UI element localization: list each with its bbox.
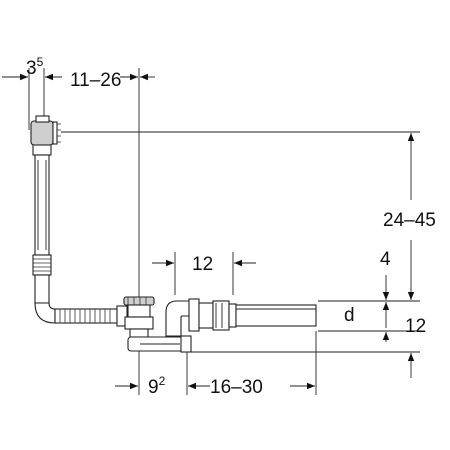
overflow-head	[30, 115, 61, 156]
dim-range-top: 11–26	[70, 70, 121, 91]
dimension-arrows	[2, 73, 415, 390]
drain-body	[123, 296, 192, 353]
dim-pipe-12: 12	[405, 316, 426, 337]
dim-diameter: d	[344, 305, 355, 326]
dim-spacing-12: 12	[192, 254, 213, 275]
extension-lines	[28, 68, 420, 395]
dimension-labels: 35 11–26 24–45 12 4 d 12 92 16–30	[26, 55, 436, 398]
outlet-assembly	[165, 298, 317, 337]
corrugated-hose	[54, 305, 128, 327]
dim-offset-left: 35	[26, 55, 44, 79]
overflow-pipe	[32, 154, 56, 324]
dim-range-bottom: 16–30	[210, 377, 263, 398]
dim-height-range: 24–45	[383, 210, 436, 231]
dim-offset-bottom: 92	[148, 374, 166, 398]
dim-overflow-gap: 4	[380, 249, 391, 270]
